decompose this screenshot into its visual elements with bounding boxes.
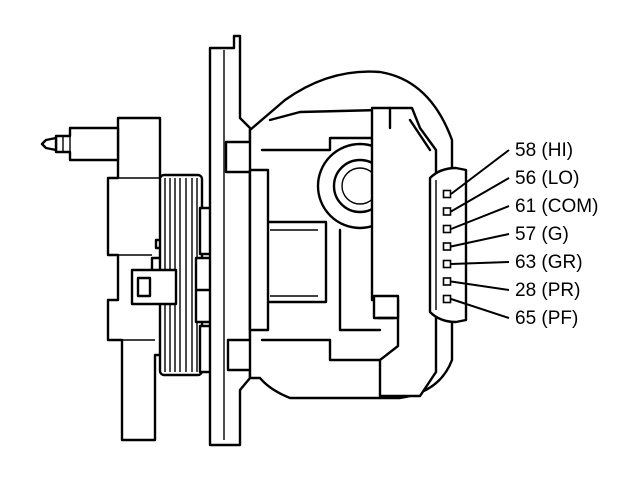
connector-pin-58	[442, 189, 452, 199]
connector-pin-63	[442, 259, 452, 269]
leader-line-28	[450, 280, 510, 291]
pin-label-63: 63 (GR)	[515, 252, 583, 273]
leader-line-58	[450, 149, 510, 195]
pin-label-57: 57 (G)	[515, 224, 569, 245]
leader-line-57	[450, 233, 510, 248]
pin-label-group: 58 (HI) 56 (LO) 61 (COM) 57 (G) 63 (GR) 28 (P…	[515, 140, 598, 329]
leader-line-65	[450, 298, 510, 319]
pin-label-61: 61 (COM)	[515, 196, 598, 217]
connector-pin-28	[442, 277, 452, 286]
leader-line-56	[450, 177, 510, 213]
pin-label-56: 56 (LO)	[515, 168, 579, 189]
connector-pin-61	[442, 224, 452, 234]
connector-pin-57	[442, 242, 452, 251]
leader-line-61	[450, 205, 510, 230]
connector-pin-65	[442, 294, 452, 304]
pivot-bolt	[40, 126, 120, 162]
pin-label-28: 28 (PR)	[515, 280, 580, 301]
rear-frame	[370, 106, 438, 398]
connector-pins	[442, 149, 510, 319]
pin-label-58: 58 (HI)	[515, 140, 573, 161]
leader-line-63	[450, 261, 510, 265]
pin-label-65: 65 (PF)	[515, 308, 578, 329]
connector-pin-56	[442, 207, 452, 216]
